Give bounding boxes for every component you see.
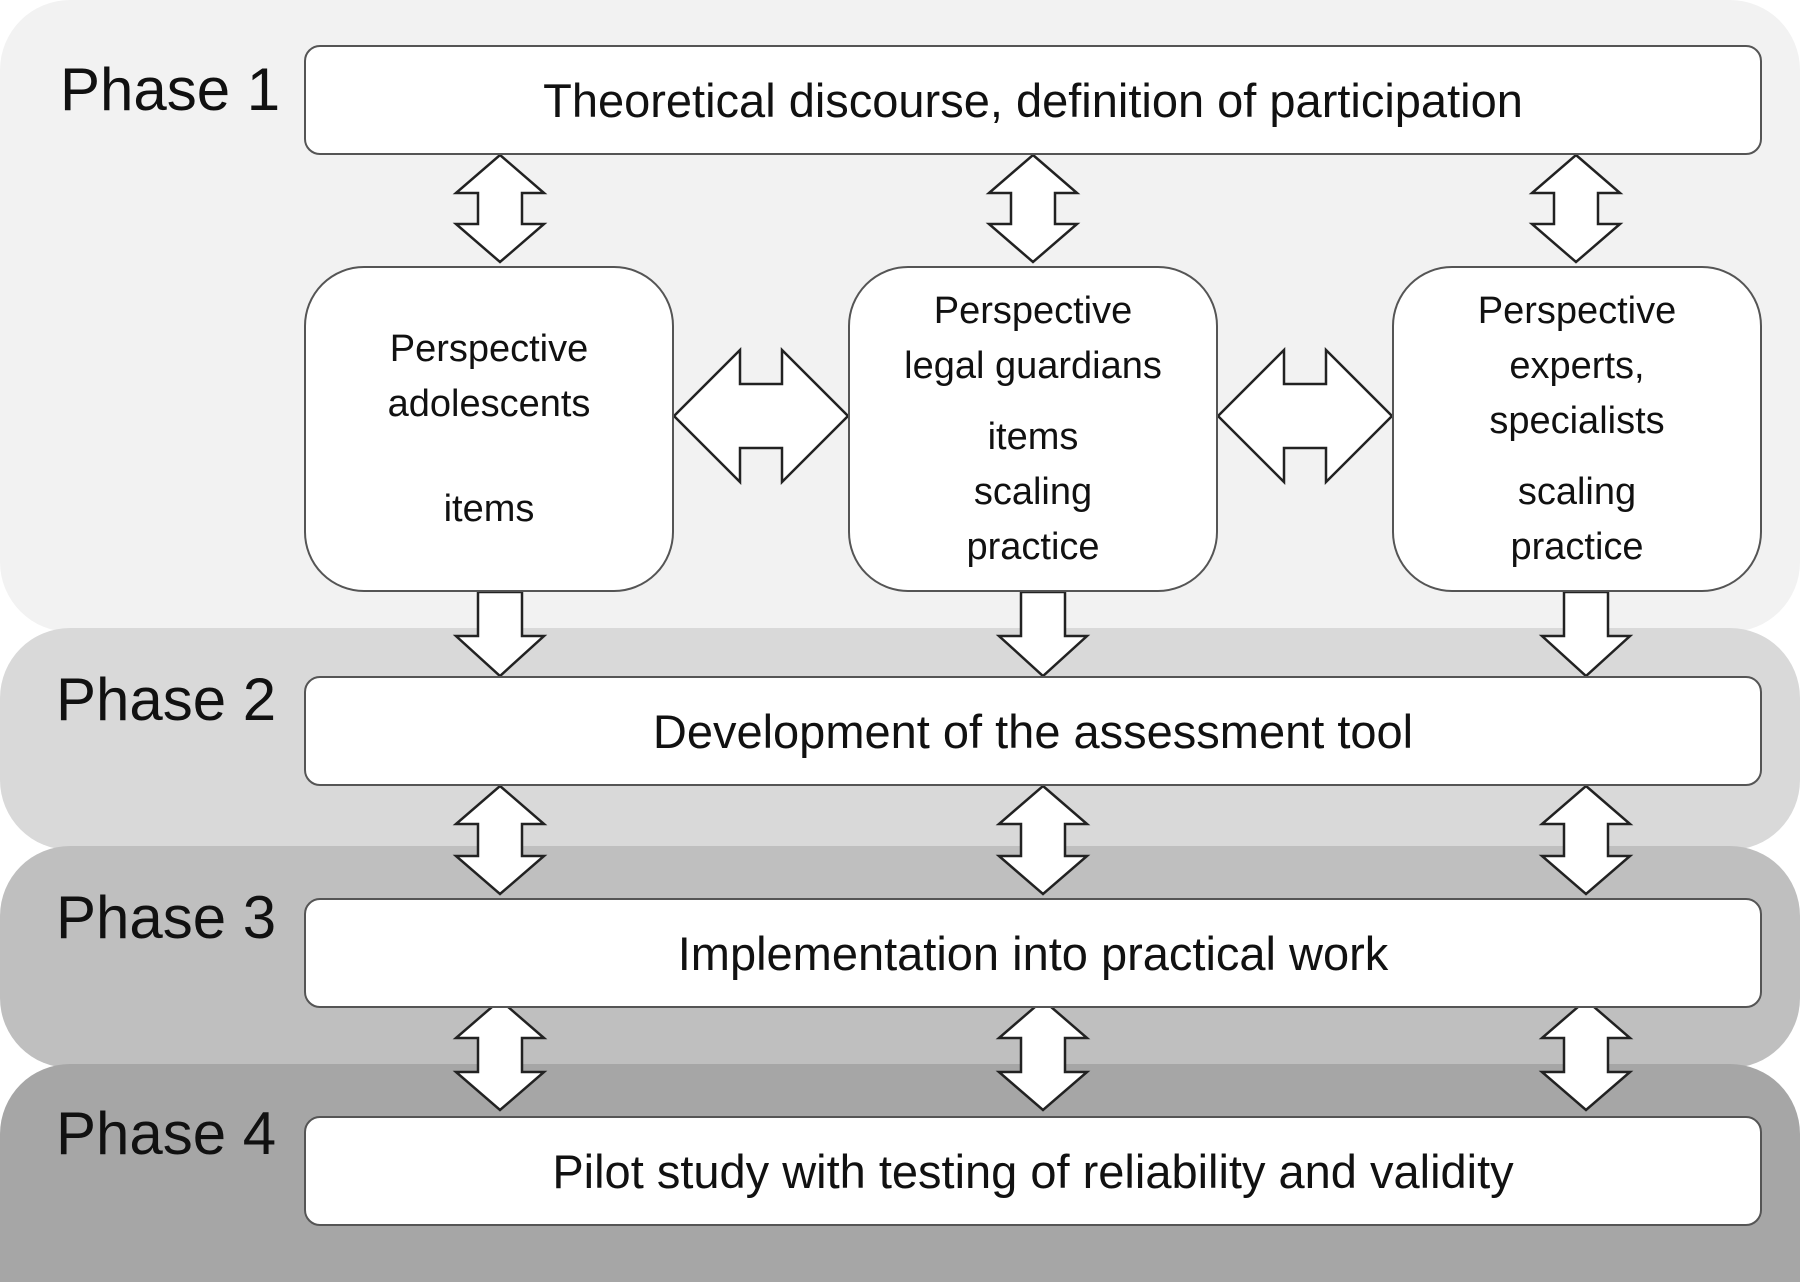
double-arrow-icon [452,784,548,896]
double-arrow-icon [1538,784,1634,896]
phase-1-text: Theoretical discourse, definition of par… [543,73,1523,127]
perspective-detail-line: practice [1510,525,1644,568]
double-arrow-icon [995,784,1091,896]
perspective-detail-line: practice [966,525,1100,568]
perspective-title-line: experts, [1509,344,1645,387]
double-arrow-icon [1528,153,1624,264]
perspective-legal-guardians-box: Perspective legal guardians items scalin… [848,266,1218,592]
perspective-title-line: specialists [1489,399,1665,442]
perspective-detail-line: items [987,415,1079,458]
phase-3-text: Implementation into practical work [677,926,1389,980]
phase-4-box: Pilot study with testing of reliability … [304,1116,1762,1226]
double-arrow-icon [672,346,850,486]
perspective-title-line: Perspective [933,289,1133,332]
double-arrow-icon [452,998,548,1112]
double-arrow-icon [985,153,1081,264]
double-arrow-icon [452,153,548,264]
phase-2-label: Phase 2 [56,666,277,733]
phase-2-text: Development of the assessment tool [652,704,1414,758]
perspective-detail-line: items [443,487,535,530]
phase-3-label: Phase 3 [56,884,277,951]
perspective-title-line: legal guardians [904,344,1162,387]
phase-1-label: Phase 1 [60,56,281,123]
perspective-experts-box: Perspective experts, specialists scaling… [1392,266,1762,592]
down-arrow-icon [995,590,1091,678]
phase-1-box: Theoretical discourse, definition of par… [304,45,1762,155]
perspective-detail-line: scaling [1517,470,1637,513]
double-arrow-icon [995,998,1091,1112]
phase-2-box: Development of the assessment tool [304,676,1762,786]
down-arrow-icon [1538,590,1634,678]
perspective-adolescents-box: Perspective adolescents items [304,266,674,592]
perspective-title-line: adolescents [387,382,591,425]
perspective-title-line: Perspective [389,327,589,370]
double-arrow-icon [1216,346,1394,486]
double-arrow-icon [1538,998,1634,1112]
phase-3-box: Implementation into practical work [304,898,1762,1008]
phase-4-text: Pilot study with testing of reliability … [552,1144,1514,1198]
perspective-title-line: Perspective [1477,289,1677,332]
perspective-detail-line: scaling [973,470,1093,513]
phase-4-label: Phase 4 [56,1100,277,1167]
down-arrow-icon [452,590,548,678]
